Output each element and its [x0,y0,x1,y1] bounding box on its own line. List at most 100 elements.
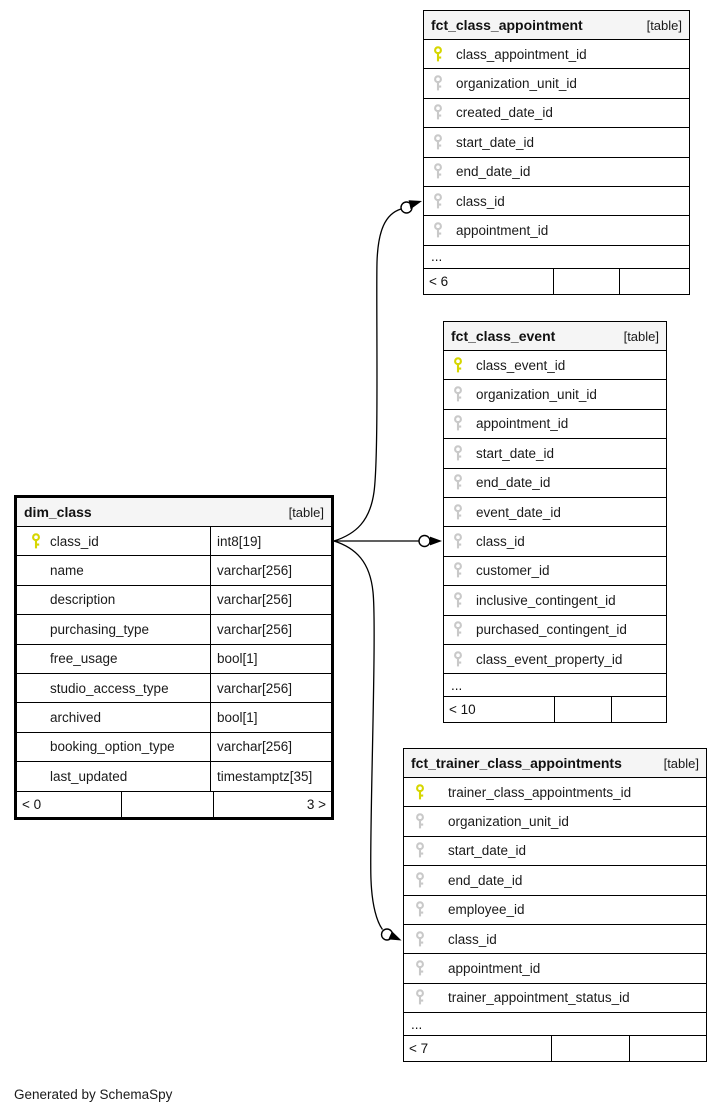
footer-cell-3: 3 > [213,791,331,817]
column-row-class_event_property_id: class_event_property_id [444,645,666,675]
column-name-cell: studio_access_type [17,673,211,703]
column-name: organization_unit_id [476,387,597,403]
column-name-cell: last_updated [17,762,211,791]
generator-note: Generated by SchemaSpy [14,1087,173,1102]
table-fct_class_appointment[interactable]: fct_class_appointment[table]class_appoin… [423,10,690,295]
column-name: class_id [50,533,99,549]
foreign-key-icon [432,192,444,210]
foreign-key-icon [432,75,444,92]
column-row-class_id: class_id [424,187,689,217]
foreign-key-icon [432,134,444,151]
foreign-key-icon [414,842,426,859]
table-header[interactable]: fct_trainer_class_appointments[table] [404,749,706,778]
foreign-key-icon [414,989,426,1006]
relationship-line [333,540,384,930]
column-name: studio_access_type [50,680,169,696]
table-footer: < 6 [424,268,689,294]
column-name-cell: archived [17,703,211,732]
column-row-appointment_id: appointment_id [444,410,666,440]
key-icon-spacer [30,738,42,755]
column-row-customer_id: customer_id [444,557,666,587]
table-type-badge: [table] [646,17,682,33]
ellipsis-text: ... [451,677,463,693]
column-type: bool[1] [217,651,258,667]
relationship-dim_class-to-fct_class_appointment [333,200,422,542]
column-name: trainer_class_appointments_id [448,784,632,800]
relationship-arrowhead [430,536,442,546]
footer-cell-2 [553,268,619,294]
column-type: varchar[256] [217,592,293,608]
column-row-studio_access_type: studio_access_type varchar[256] [17,673,331,704]
foreign-key-icon [452,386,464,403]
column-row-inclusive_contingent_id: inclusive_contingent_id [444,586,666,616]
column-row-end_date_id: end_date_id [444,469,666,498]
table-header[interactable]: fct_class_event [table] [444,322,666,351]
foreign-key-icon [452,533,464,550]
foreign-key-icon [414,872,426,889]
foreign-key-icon [414,813,426,830]
key-icon-spacer [30,680,42,697]
column-type: varchar[256] [217,563,293,579]
foreign-key-icon [432,163,444,180]
column-type: varchar[256] [217,621,293,637]
column-name: class_id [476,534,525,550]
table-header[interactable]: fct_class_appointment[table] [424,11,689,40]
more-columns-ellipsis: ... [404,1013,706,1037]
table-type-badge: [table] [623,328,659,344]
column-row-appointment_id: appointment_id [424,216,689,246]
footer-cell-3 [619,268,689,294]
column-row-appointment_id: appointment_id [404,954,706,984]
footer-cell-3 [611,697,666,723]
column-name: end_date_id [448,872,523,888]
column-row-start_date_id: start_date_id [424,128,689,158]
column-name: organization_unit_id [448,814,569,830]
column-name: class_event_property_id [476,651,623,667]
relationship-line [333,208,402,542]
column-name: inclusive_contingent_id [476,592,616,608]
table-name: dim_class [24,504,92,520]
column-row-class_id: class_id [444,527,666,557]
column-row-class_id: class_id [404,925,706,955]
table-name: fct_class_event [451,328,556,344]
column-name: start_date_id [456,134,535,150]
foreign-key-icon [452,562,464,579]
relationship-dim_class-to-fct_class_event [334,534,442,548]
key-icon-spacer [30,591,42,608]
column-row-employee_id: employee_id [404,896,706,925]
foreign-key-icon [414,960,426,977]
column-row-organization_unit_id: organization_unit_id [404,807,706,837]
footer-cell-3 [629,1036,706,1062]
footer-cell-1: < 7 [409,1041,429,1057]
column-row-created_date_id: created_date_id [424,99,689,129]
column-name-cell: description [17,585,211,615]
column-name: end_date_id [456,164,531,180]
table-fct_trainer_class_appointments[interactable]: fct_trainer_class_appointments[table]tra… [403,748,707,1063]
column-row-start_date_id: start_date_id [404,837,706,867]
column-name: appointment_id [456,223,549,239]
column-row-start_date_id: start_date_id [444,439,666,469]
foreign-key-icon [452,592,464,609]
key-icon-spacer [30,621,42,638]
column-name: class_id [456,193,505,209]
footer-cell-1: < 6 [429,273,449,289]
table-header[interactable]: dim_class[table] [17,498,331,527]
column-type: bool[1] [217,710,258,726]
column-row-organization_unit_id: organization_unit_id [444,380,666,410]
column-name: class_event_id [476,357,566,373]
column-row-end_date_id: end_date_id [424,158,689,187]
more-columns-ellipsis: ... [444,674,666,698]
footer-cell-2 [121,791,213,817]
column-type: varchar[256] [217,739,293,755]
column-type: varchar[256] [217,680,293,696]
column-name: end_date_id [476,475,551,491]
ellipsis-text: ... [411,1016,423,1032]
column-name: purchased_contingent_id [476,622,627,638]
footer-cell-2 [554,697,611,723]
